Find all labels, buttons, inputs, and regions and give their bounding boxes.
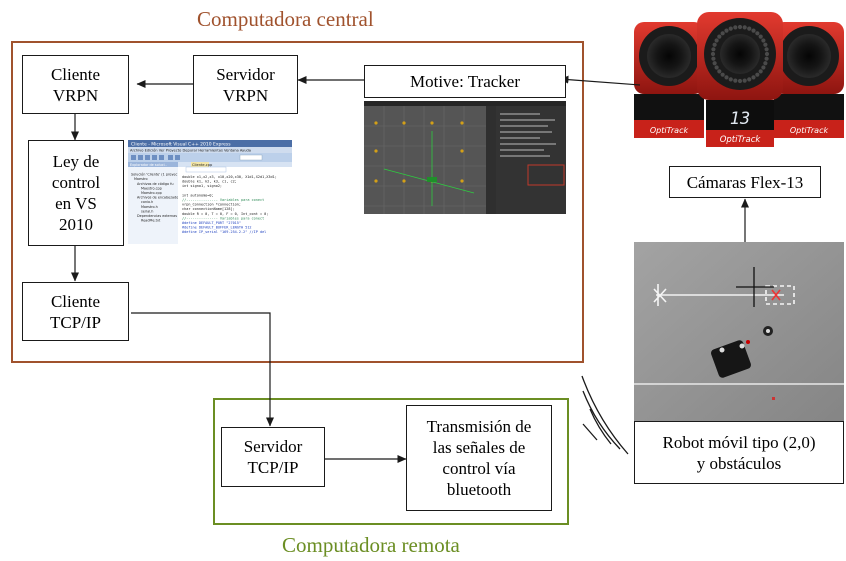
camera-led bbox=[710, 51, 716, 57]
robot-body bbox=[711, 340, 751, 378]
camera-led bbox=[720, 72, 725, 77]
camera-led bbox=[761, 65, 766, 70]
cameras-svg: OptiTrack OptiTrack 13 OptiTrack bbox=[634, 12, 844, 147]
camera-display-number: 13 bbox=[730, 109, 750, 129]
vs-menu: Archivo Edición Ver Proyecto Depurar Her… bbox=[130, 149, 251, 153]
vs-tree-item: Maestro bbox=[134, 177, 148, 181]
vs-code-line: #define IP_serial "169.254.2.2" //IP del bbox=[182, 230, 266, 234]
vs-tree-item: Maestro.h bbox=[141, 205, 158, 209]
vs-code-line: //--------------- Variables para conect bbox=[182, 216, 264, 220]
camera-led bbox=[763, 61, 768, 66]
camera-led bbox=[758, 69, 763, 74]
robot-arena-photo bbox=[634, 242, 844, 422]
camera-led bbox=[711, 56, 716, 61]
servidor-tcp-box: Servidor TCP/IP bbox=[221, 427, 325, 487]
robot-movil-box: Robot móvil tipo (2,0) y obstáculos bbox=[634, 421, 844, 484]
svg-text:OptiTrack: OptiTrack bbox=[650, 126, 689, 135]
svg-text:OptiTrack: OptiTrack bbox=[720, 135, 762, 145]
vs-tree-item: ReadMe.txt bbox=[141, 219, 161, 223]
camera-led bbox=[733, 78, 738, 83]
vs-code-line: double k1, k2, k3, c1, c2; bbox=[182, 180, 237, 184]
vs-code-line: int signo1, signo2; bbox=[182, 184, 222, 188]
vs-code-line: //--------------- Variables para conect bbox=[182, 198, 264, 202]
optitrack-cameras-image: OptiTrack OptiTrack 13 OptiTrack bbox=[634, 12, 844, 147]
arena-svg bbox=[634, 242, 844, 422]
camera-led bbox=[724, 28, 729, 33]
vs-window-image: Cliente - Microsoft Visual C++ 2010 Expr… bbox=[128, 140, 292, 244]
camera-led bbox=[758, 34, 763, 39]
vs-solution-tree: Explorador de soluci.. Solución 'Cliente'… bbox=[130, 163, 178, 223]
vs-tree-item: serial.h bbox=[141, 209, 153, 213]
vs-code-line: #define DEFAULT_BUFFER_LENGTH 512 bbox=[182, 226, 252, 230]
camera-led bbox=[763, 42, 768, 47]
vs-code-line: double R = 0, T = 0, F = 0, Int_cont = 0… bbox=[182, 212, 268, 216]
camera-left: OptiTrack bbox=[634, 22, 704, 138]
camera-right: OptiTrack bbox=[774, 22, 844, 138]
camera-led bbox=[751, 75, 756, 80]
vs-code-line: double x1,x2,x3, x10,x20,x30, X1d1,X2d1,… bbox=[182, 175, 277, 179]
camera-center: 13 OptiTrack bbox=[697, 12, 783, 147]
vs-code-line: #define DEFAULT_PORT "27015" bbox=[182, 221, 241, 225]
camera-led bbox=[714, 65, 719, 70]
camera-led bbox=[717, 69, 722, 74]
vs-tree-item: Maestro.cpp bbox=[141, 186, 162, 190]
camera-led bbox=[717, 34, 722, 39]
camera-led bbox=[712, 42, 717, 47]
camaras-flex13-box: Cámaras Flex-13 bbox=[669, 166, 821, 198]
vs-tab-label: Cliente.cpp bbox=[192, 163, 213, 167]
vs-tree-item: Maestro.cpp bbox=[141, 191, 162, 195]
vs-tree-item: Archivos de código fu bbox=[137, 182, 174, 186]
camera-led bbox=[737, 24, 743, 30]
visual-studio-screenshot: Cliente - Microsoft Visual C++ 2010 Expr… bbox=[128, 140, 292, 244]
camera-led bbox=[747, 26, 752, 31]
camera-led bbox=[737, 78, 743, 84]
camera-led bbox=[724, 75, 729, 80]
servidor-vrpn-box: Servidor VRPN bbox=[193, 55, 298, 114]
camera-led bbox=[742, 25, 747, 30]
camera-led bbox=[764, 47, 769, 52]
camera-led bbox=[720, 31, 725, 36]
central-computer-frame bbox=[11, 41, 584, 363]
svg-text:OptiTrack: OptiTrack bbox=[790, 126, 829, 135]
cliente-tcp-box: Cliente TCP/IP bbox=[22, 282, 129, 341]
vs-tree-item: conio.h bbox=[141, 200, 153, 204]
camera-led bbox=[751, 28, 756, 33]
motive-viewport-image bbox=[364, 101, 566, 214]
camera-led bbox=[712, 61, 717, 66]
arrow-cliente-tcp-to-servidor-tcp bbox=[131, 312, 274, 427]
camera-led bbox=[764, 51, 770, 57]
vs-tree-item: Archivos de encabezado bbox=[137, 196, 178, 200]
vs-code-line: int autonomo=0; bbox=[182, 193, 214, 197]
camera-led bbox=[742, 78, 747, 83]
vs-code-line: char connectionName[128]; bbox=[182, 207, 235, 211]
camera-led bbox=[747, 77, 752, 82]
camera-led bbox=[728, 77, 733, 82]
vs-tree-item: Solución 'Cliente' (1 proyec bbox=[131, 173, 177, 177]
camera-led bbox=[761, 38, 766, 43]
remote-computer-title: Computadora remota bbox=[282, 533, 460, 557]
vs-tree-item: Explorador de soluci.. bbox=[130, 163, 167, 167]
vs-tree-item: Dependencias externas bbox=[137, 214, 177, 218]
arrow-cameras-to-motive bbox=[559, 75, 641, 86]
transmision-bluetooth-box: Transmisión de las señales de control ví… bbox=[406, 405, 552, 511]
camera-led bbox=[711, 47, 716, 52]
camera-led bbox=[733, 25, 738, 30]
bluetooth-waves-icon bbox=[581, 375, 629, 455]
vs-code-lines: double x1,x2,x3, x10,x20,x30, X1d1,X2d1,… bbox=[182, 175, 277, 234]
camera-led bbox=[755, 72, 760, 77]
motive-tracker-box: Motive: Tracker bbox=[364, 65, 566, 98]
vs-code-line: vrpn_Connection *connection; bbox=[182, 203, 241, 207]
cliente-vrpn-box: Cliente VRPN bbox=[22, 55, 129, 114]
camera-led bbox=[714, 38, 719, 43]
ley-control-box: Ley de control en VS 2010 bbox=[28, 140, 124, 246]
central-computer-title: Computadora central bbox=[197, 7, 374, 31]
vs-title: Cliente - Microsoft Visual C++ 2010 Expr… bbox=[131, 142, 231, 148]
remote-computer-frame bbox=[213, 398, 569, 525]
camera-led bbox=[764, 56, 769, 61]
camera-led bbox=[728, 26, 733, 31]
motive-tracker-screenshot bbox=[364, 101, 566, 214]
camera-led bbox=[755, 31, 760, 36]
